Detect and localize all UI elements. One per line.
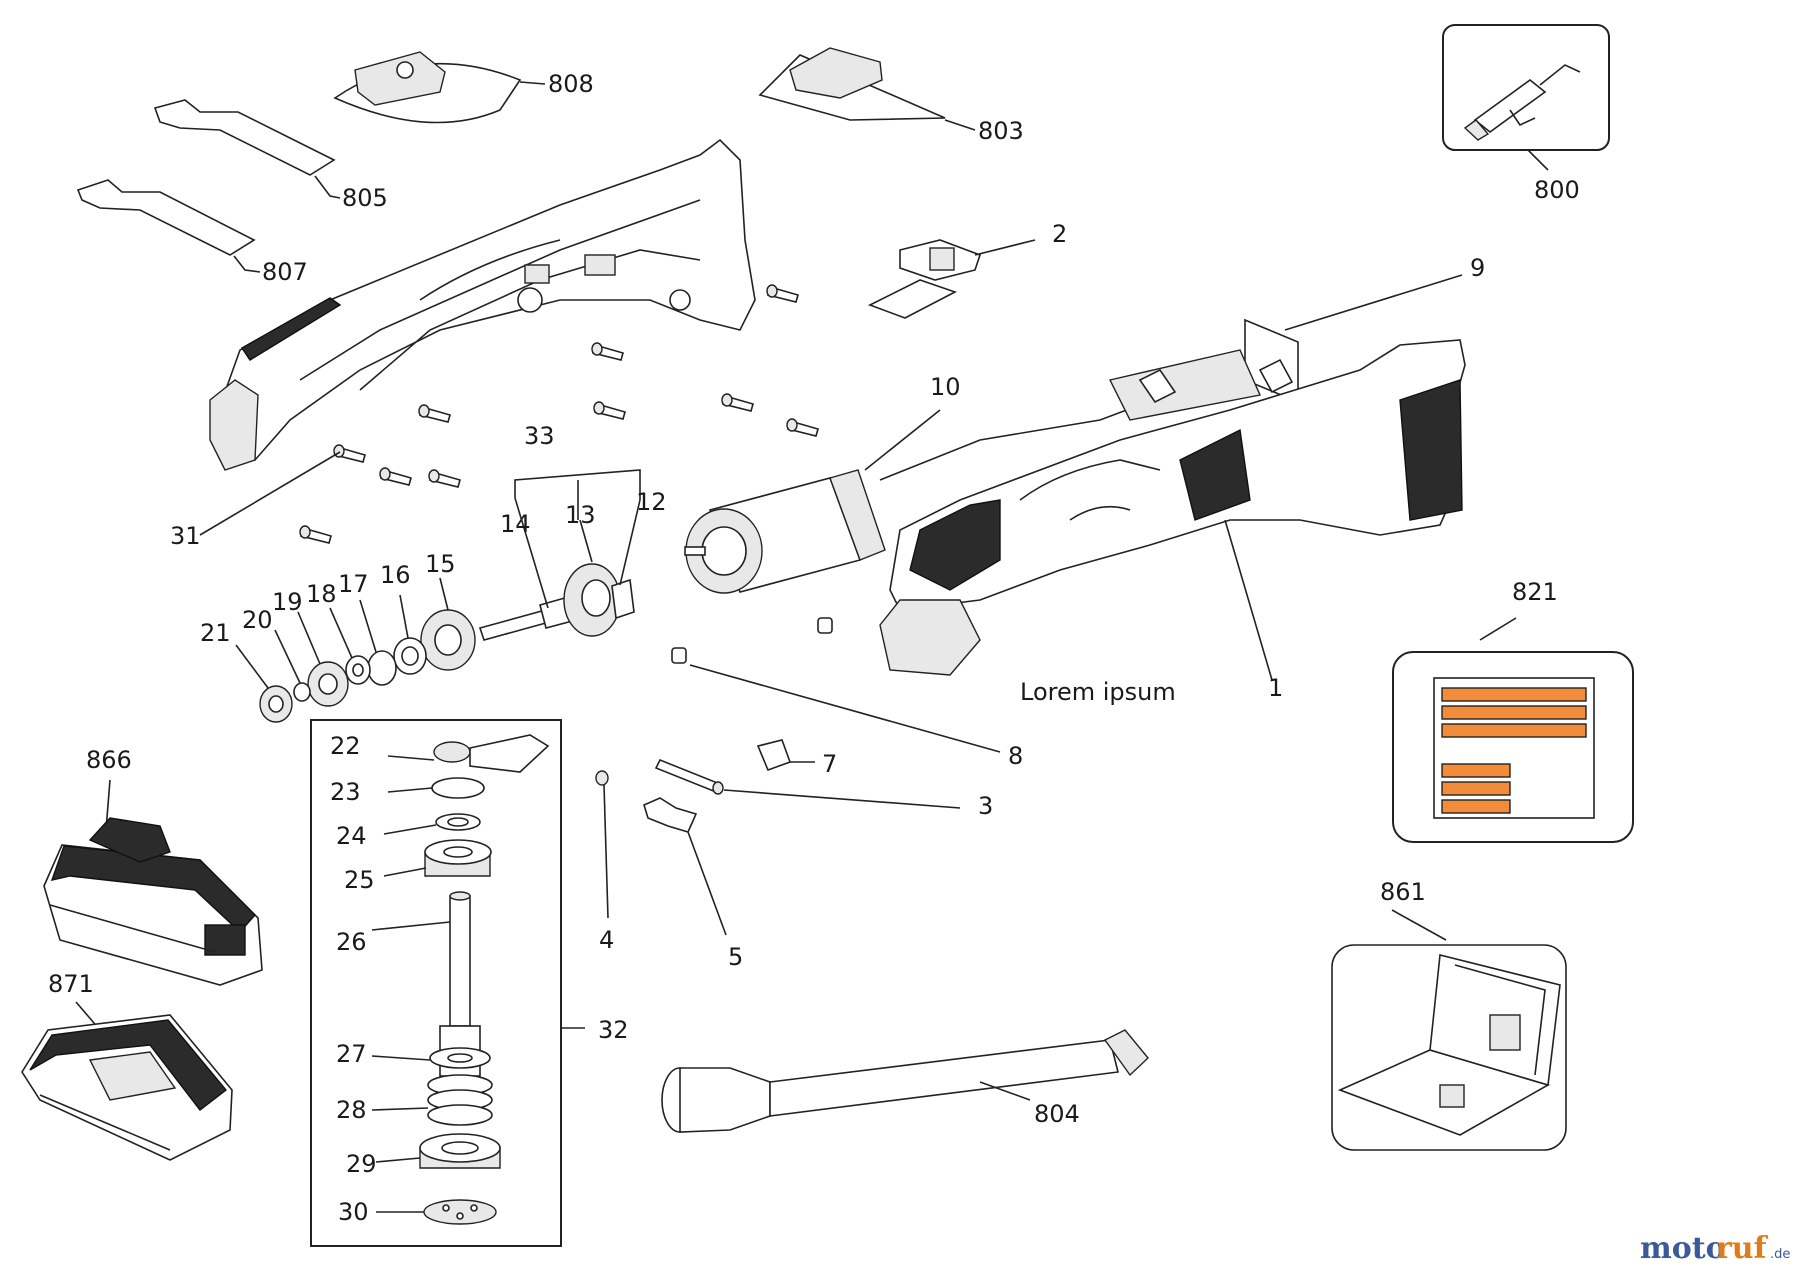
part-17-ring[interactable] xyxy=(359,599,397,686)
part-23-lever[interactable] xyxy=(387,777,485,799)
part-27-washer[interactable] xyxy=(371,1047,491,1069)
warning-bar xyxy=(1441,781,1511,796)
caption-text: Lorem ipsum xyxy=(1020,678,1176,706)
label-27: 27 xyxy=(336,1040,367,1068)
watermark-logo: moto ruf .de xyxy=(1640,1231,1790,1266)
part-bushings[interactable] xyxy=(671,617,833,664)
warning-bar xyxy=(1441,705,1587,720)
part-20-clip[interactable] xyxy=(274,629,311,702)
label-807: 807 xyxy=(262,258,308,286)
label-804: 804 xyxy=(1034,1100,1080,1128)
part-29-bearing-flange[interactable] xyxy=(375,1133,501,1169)
part-28-spring[interactable] xyxy=(371,1074,493,1126)
part-30-flange[interactable] xyxy=(376,1199,497,1225)
label-861: 861 xyxy=(1380,878,1426,906)
part-22-bearing-cup[interactable] xyxy=(387,734,550,773)
part-15-bearing[interactable] xyxy=(420,577,476,671)
label-31: 31 xyxy=(170,522,201,550)
part-18-washer[interactable] xyxy=(329,607,371,685)
part-19-bearing[interactable] xyxy=(297,611,349,707)
warning-bar xyxy=(1441,687,1587,702)
label-3: 3 xyxy=(978,792,993,820)
label-10: 10 xyxy=(930,373,961,401)
label-8: 8 xyxy=(1008,742,1023,770)
housing-half[interactable] xyxy=(209,138,756,471)
label-22: 22 xyxy=(330,732,361,760)
label-25: 25 xyxy=(344,866,375,894)
part-803-sanding-pad[interactable] xyxy=(758,47,976,131)
part-866-battery[interactable] xyxy=(43,817,263,986)
part-871-charger[interactable] xyxy=(21,1014,233,1161)
label-5: 5 xyxy=(728,943,743,971)
part-4-nut[interactable] xyxy=(595,770,609,919)
part-1-tool-body[interactable] xyxy=(879,339,1466,681)
part-800-grease[interactable] xyxy=(1442,24,1610,171)
warning-bar xyxy=(1441,763,1511,778)
label-29: 29 xyxy=(346,1150,377,1178)
part-31-screws[interactable] xyxy=(299,284,819,544)
label-21: 21 xyxy=(200,619,231,647)
label-33: 33 xyxy=(524,422,555,450)
label-23: 23 xyxy=(330,778,361,806)
label-805: 805 xyxy=(342,184,388,212)
part-7-clip[interactable] xyxy=(756,739,815,772)
part-804-dust-adaptor[interactable] xyxy=(661,1029,1149,1133)
part-24-washer[interactable] xyxy=(383,813,481,835)
part-2-switch[interactable] xyxy=(867,239,1036,319)
label-803: 803 xyxy=(978,117,1024,145)
watermark-part2: ruf xyxy=(1716,1231,1769,1266)
label-7: 7 xyxy=(822,750,837,778)
part-10-motor[interactable] xyxy=(684,359,1241,594)
part-808-segment-blade[interactable] xyxy=(333,51,546,124)
label-808: 808 xyxy=(548,70,594,98)
part-33-gear-assembly[interactable] xyxy=(478,469,641,641)
label-24: 24 xyxy=(336,822,367,850)
part-821-warning-label[interactable] xyxy=(1392,651,1634,843)
label-17: 17 xyxy=(338,570,369,598)
part-21-bearing[interactable] xyxy=(235,644,293,723)
warning-bar xyxy=(1441,723,1587,738)
label-13: 13 xyxy=(565,501,596,529)
label-2: 2 xyxy=(1052,220,1067,248)
label-4: 4 xyxy=(599,926,614,954)
watermark-part1: moto xyxy=(1640,1231,1726,1266)
label-30: 30 xyxy=(338,1198,369,1226)
warning-bar xyxy=(1441,799,1511,814)
part-861-carry-case[interactable] xyxy=(1331,944,1567,1151)
label-821: 821 xyxy=(1512,578,1558,606)
part-805-plunge-blade[interactable] xyxy=(153,99,341,199)
label-866: 866 xyxy=(86,746,132,774)
part-16-washer[interactable] xyxy=(393,594,427,675)
label-16: 16 xyxy=(380,561,411,589)
part-5-spring-clip[interactable] xyxy=(643,797,727,936)
part-25-bearing[interactable] xyxy=(383,839,492,877)
label-20: 20 xyxy=(242,606,273,634)
label-800: 800 xyxy=(1534,176,1580,204)
part-32-spindle-box[interactable] xyxy=(310,719,562,1247)
label-32: 32 xyxy=(598,1016,629,1044)
part-807-plunge-blade[interactable] xyxy=(76,179,261,273)
watermark-suffix: .de xyxy=(1770,1247,1790,1262)
label-12: 12 xyxy=(636,488,667,516)
label-18: 18 xyxy=(306,580,337,608)
label-28: 28 xyxy=(336,1096,367,1124)
label-15: 15 xyxy=(425,550,456,578)
label-26: 26 xyxy=(336,928,367,956)
label-14: 14 xyxy=(500,510,531,538)
label-19: 19 xyxy=(272,588,303,616)
label-9: 9 xyxy=(1470,254,1485,282)
label-1: 1 xyxy=(1268,674,1283,702)
label-871: 871 xyxy=(48,970,94,998)
part-3-pin[interactable] xyxy=(654,758,961,809)
